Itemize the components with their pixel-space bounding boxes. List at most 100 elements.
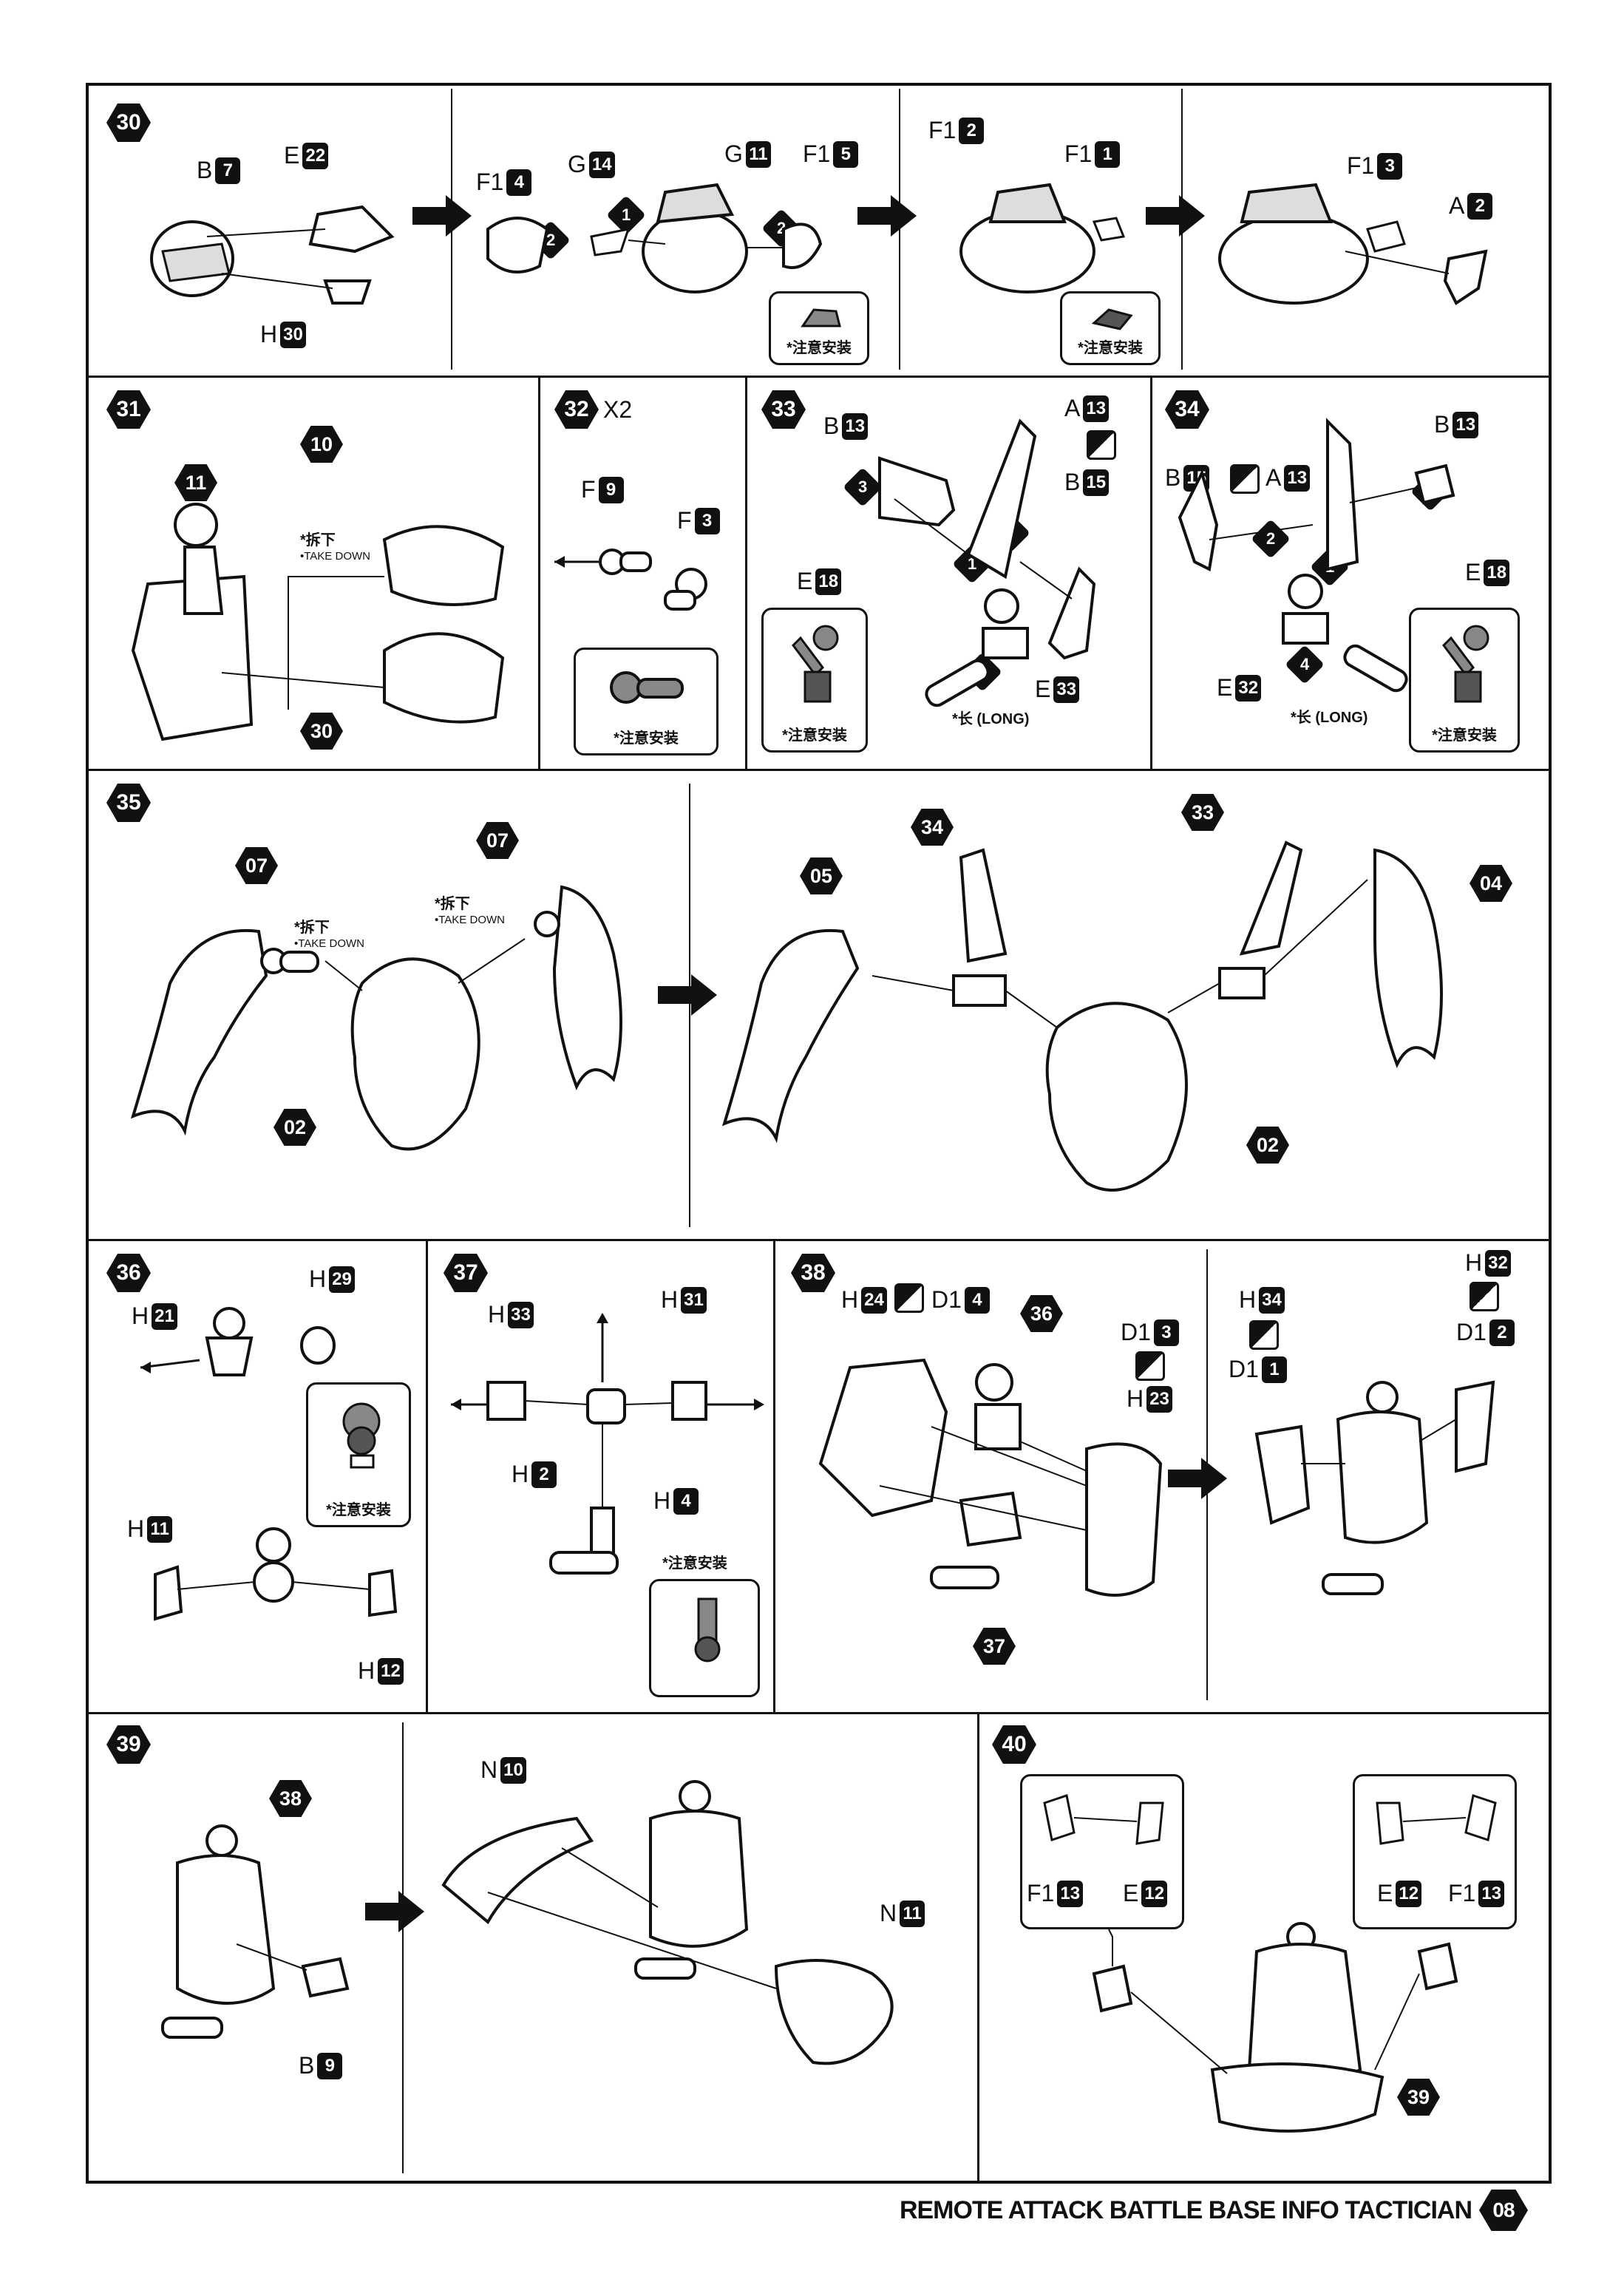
flow-arrow — [658, 974, 717, 1016]
torso-assembly — [161, 1824, 350, 2039]
arm-joint-part — [140, 1307, 398, 1621]
part-detail-icon — [1376, 1794, 1497, 1845]
sub-divider — [402, 1722, 404, 2173]
col-divider — [977, 1712, 979, 2184]
waist-part — [818, 1358, 1163, 1597]
col-divider — [538, 376, 540, 769]
attention-note: *注意安装 — [662, 1555, 727, 1572]
head-assembly-part — [486, 183, 823, 293]
head-assembly-part — [1218, 183, 1488, 305]
color-swatch-icon — [1087, 430, 1116, 460]
joint-part — [554, 548, 707, 611]
step-number: 39 — [106, 1725, 151, 1764]
part-detail-icon — [1043, 1794, 1164, 1845]
flow-arrow — [857, 195, 917, 237]
attention-caption: *注意安装 — [1078, 340, 1143, 356]
hair-parts — [130, 885, 622, 1151]
flow-arrow — [1146, 195, 1205, 237]
take-down-note: *拆下•TAKE DOWN — [294, 920, 364, 950]
step-number: 30 — [106, 103, 151, 142]
row-divider — [86, 376, 1552, 378]
wing-blade-part — [878, 418, 1096, 707]
attention-box — [649, 1579, 760, 1697]
hip-joint-part — [451, 1313, 764, 1575]
take-down-note: *拆下•TAKE DOWN — [435, 896, 505, 926]
part-detail-icon — [1442, 625, 1489, 703]
head-core-part — [150, 205, 395, 305]
step-number: 33 — [761, 390, 806, 429]
subassembly-ref: 02 — [274, 1109, 316, 1146]
hair-assembly — [721, 840, 1443, 1192]
color-swatch-icon — [1230, 464, 1260, 494]
attention-box: *注意安装 — [1409, 608, 1520, 753]
sub-divider — [689, 784, 690, 1227]
footer-title: REMOTE ATTACK BATTLE BASE INFO TACTICIAN — [899, 2195, 1472, 2224]
flow-arrow — [1168, 1458, 1227, 1499]
waist-assembly — [1254, 1380, 1495, 1595]
page-frame — [86, 83, 1552, 2184]
multiplier-label: X2 — [603, 396, 633, 423]
part-detail-icon — [694, 1597, 721, 1662]
page-number: 08 — [1479, 2190, 1528, 2231]
long-note: *长 (LONG) — [952, 711, 1030, 727]
part-detail-icon — [1091, 308, 1133, 330]
flow-arrow — [412, 195, 472, 237]
torso-part — [131, 503, 505, 741]
color-swatch-icon — [1249, 1320, 1279, 1350]
col-divider — [773, 1239, 775, 1712]
attention-caption: *注意安装 — [614, 730, 679, 747]
attention-caption: *注意安装 — [326, 1502, 391, 1518]
color-swatch-icon — [894, 1283, 924, 1313]
attention-caption: *注意安装 — [782, 727, 847, 744]
head-assembly-part — [959, 183, 1126, 293]
attention-box: *注意安装 — [306, 1382, 411, 1527]
step-number: 31 — [106, 390, 151, 429]
attention-box: *注意安装 — [1060, 291, 1161, 365]
subassembly-ref: 07 — [235, 847, 278, 884]
color-swatch-icon — [1135, 1351, 1165, 1381]
attention-box: *注意安装 — [761, 608, 868, 753]
wing-blade-part — [1178, 418, 1455, 693]
part-detail-icon — [610, 671, 684, 704]
